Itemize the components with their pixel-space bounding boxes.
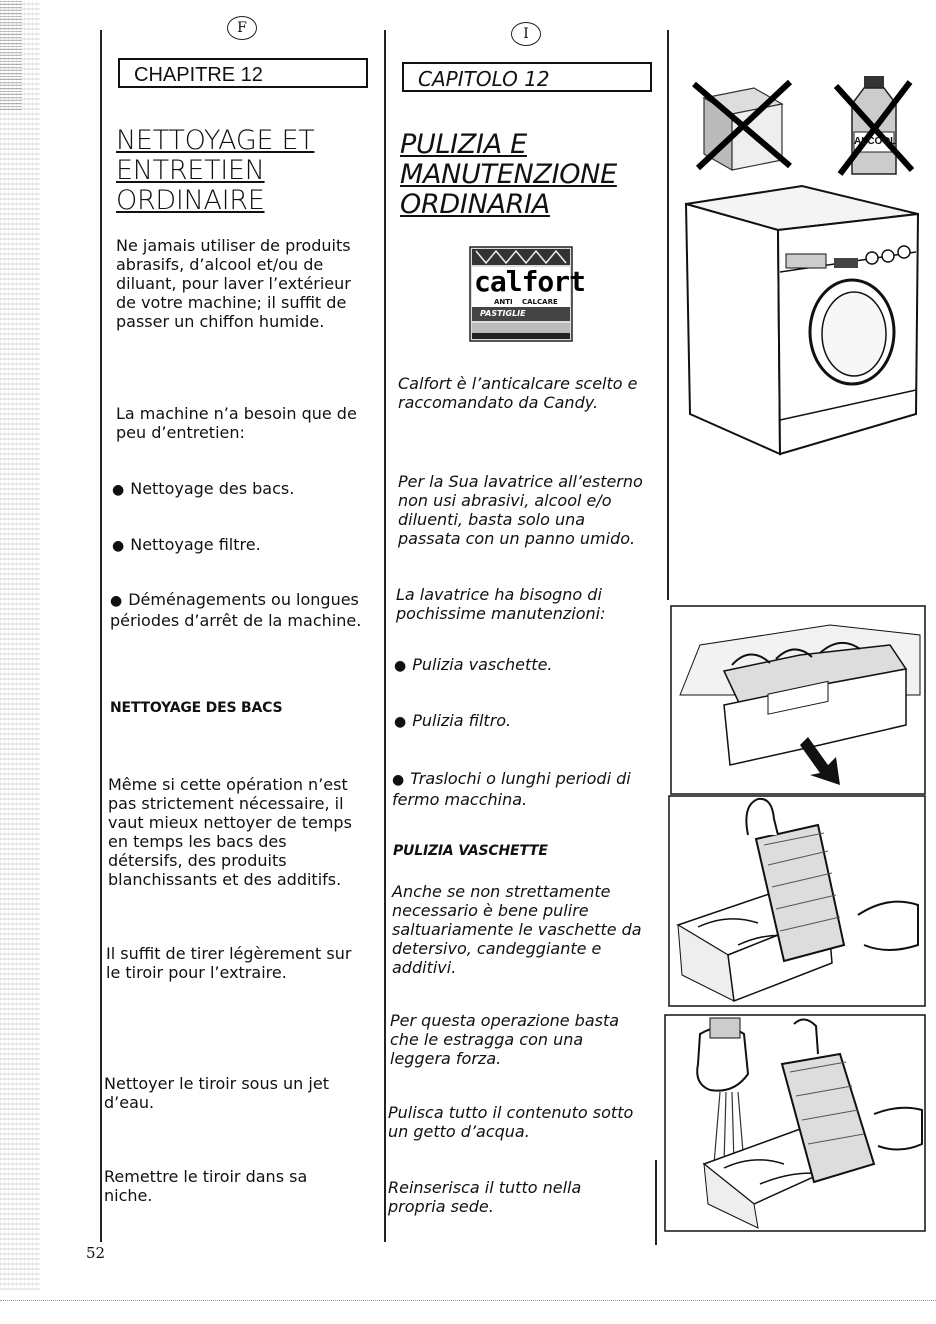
title-line-2: MANUTENZIONE	[400, 159, 617, 190]
section-title-french: NETTOYAGE ET ENTRETIEN ORDINAIRE	[116, 125, 315, 216]
paragraph-exterior-cleaning-italian: Per la Sua lavatrice all’esterno non usi…	[398, 472, 643, 548]
washing-machine-illustration	[682, 184, 922, 456]
title-line-3: ORDINARIA	[400, 189, 550, 220]
paragraph-exterior-cleaning-french: Ne jamais utiliser de produits abrasifs,…	[116, 236, 351, 331]
drawer-extraction-illustration	[670, 605, 926, 795]
bullet-moving-idle-french: Déménagements ou longues périodes d’arrê…	[110, 590, 362, 630]
bullet-cleaning-filter-italian: Pulizia filtro.	[394, 711, 648, 732]
drawer-rinse-illustration	[664, 1014, 926, 1232]
chapter-heading-italian: CAPITOLO 12	[402, 62, 652, 92]
paragraph-reinsert-drawer-italian: Reinserisca il tutto nella propria sede.	[388, 1178, 582, 1216]
section-title-italian: PULIZIA E MANUTENZIONE ORDINARIA	[400, 130, 617, 220]
title-line-1: PULIZIA E	[400, 129, 527, 160]
bullet-moving-idle-italian: Traslochi o lunghi periodi di fermo macc…	[392, 769, 648, 809]
title-line-3: ORDINAIRE	[116, 185, 265, 216]
bullet-cleaning-filter-french: Nettoyage filtre.	[112, 535, 368, 556]
title-line-2: ENTRETIEN	[116, 155, 265, 186]
paragraph-tray-cleaning-italian: Anche se non strettamente necessario è b…	[392, 882, 642, 977]
language-marker-french: F	[227, 16, 257, 40]
calfort-brand-text: calfort	[474, 265, 586, 298]
paragraph-reinsert-drawer-french: Remettre le tiroir dans sa niche.	[104, 1167, 308, 1205]
calfort-product-image: calfort ANTI CALCARE PASTIGLIE	[466, 245, 586, 343]
subheading-tray-cleaning-italian: PULIZIA VASCHETTE	[393, 843, 548, 859]
paragraph-maintenance-intro-italian: La lavatrice ha bisogno di pochissime ma…	[396, 585, 606, 623]
paragraph-maintenance-intro-french: La machine n’a besoin que de peu d’entre…	[116, 404, 357, 442]
subheading-tray-cleaning-french: NETTOYAGE DES BACS	[110, 700, 283, 716]
calfort-anti-text: ANTI	[494, 298, 513, 306]
chapter-heading-french: CHAPITRE 12	[118, 58, 368, 88]
paragraph-pull-drawer-french: Il suffit de tirer légèrement sur le tir…	[106, 944, 352, 982]
title-line-1: NETTOYAGE ET	[116, 125, 315, 156]
bullet-cleaning-trays-italian: Pulizia vaschette.	[394, 655, 648, 676]
no-alcohol-bottle-icon: ALCOOL	[833, 74, 915, 178]
paragraph-rinse-drawer-italian: Pulisca tutto il contenuto sotto un gett…	[388, 1103, 634, 1141]
calfort-calcare-text: CALCARE	[522, 298, 558, 306]
center-column-rule	[384, 30, 386, 1242]
scan-edge-noise	[0, 0, 40, 1290]
left-margin-rule	[100, 30, 102, 1242]
right-column-rule	[667, 30, 669, 600]
scan-bottom-line	[0, 1300, 936, 1301]
page-number: 52	[86, 1244, 106, 1262]
paragraph-tray-cleaning-french: Même si cette opération n’est pas strict…	[108, 775, 352, 889]
scan-edge-noise-top	[0, 0, 22, 110]
caption-calfort-italian: Calfort è l’anticalcare scelto e raccoma…	[398, 374, 638, 412]
alcool-label: ALCOOL	[854, 136, 897, 147]
paragraph-rinse-drawer-french: Nettoyer le tiroir sous un jet d’eau.	[104, 1074, 329, 1112]
language-marker-italian: I	[511, 22, 541, 46]
no-abrasive-powder-icon	[690, 74, 800, 174]
bullet-cleaning-trays-french: Nettoyage des bacs.	[112, 479, 368, 500]
right-column-rule-lower	[655, 1160, 657, 1245]
drawer-removal-hands-illustration	[668, 795, 926, 1007]
paragraph-extract-drawer-italian: Per questa operazione basta che le estra…	[390, 1011, 620, 1068]
calfort-pastiglie-text: PASTIGLIE	[480, 309, 526, 318]
